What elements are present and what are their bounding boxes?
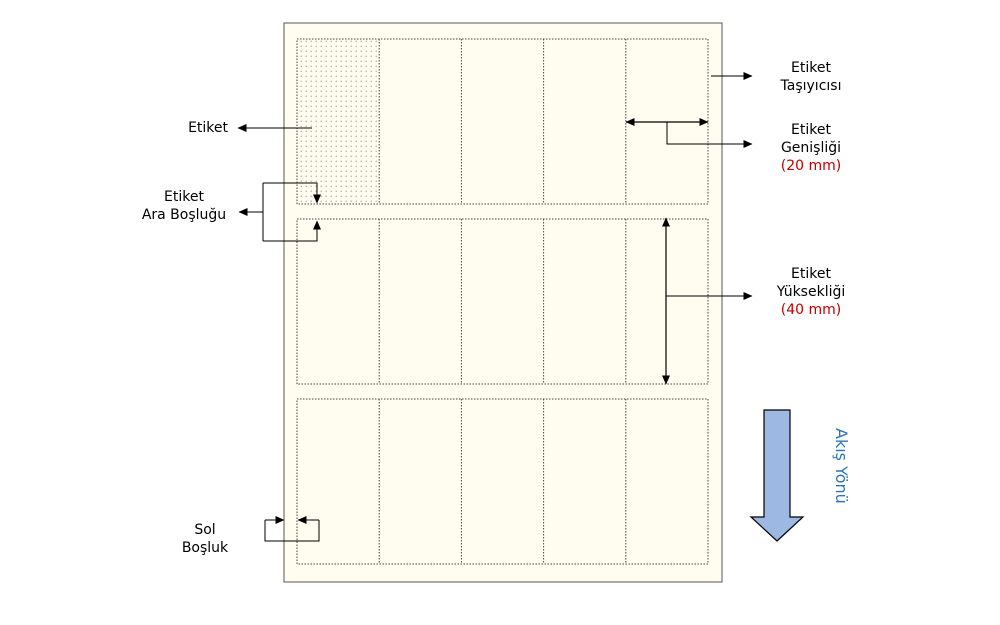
label-height-label: Etiket Yüksekliği (40 mm) [776, 266, 846, 318]
label-rows [296, 38, 709, 565]
label-row-2 [296, 218, 709, 385]
gap-arrow-top [263, 182, 321, 204]
highlighted-label [297, 39, 379, 204]
left-margin-bracket [264, 520, 320, 542]
label-row-3 [296, 398, 709, 565]
label-name-label: Etiket [188, 120, 228, 136]
label-width-label: Etiket Genişliği (20 mm) [780, 122, 842, 174]
label-gap-label: Etiket Ara Boşluğu [141, 189, 227, 223]
flow-direction-label: Akış Yönü [832, 428, 851, 504]
left-margin-label: Sol Boşluk [181, 522, 229, 556]
gap-arrow-bottom [263, 220, 321, 242]
width-pointer-line [666, 122, 753, 148]
flow-direction-arrow [749, 409, 805, 542]
carrier-label: Etiket Taşıyıcısı [780, 60, 842, 94]
